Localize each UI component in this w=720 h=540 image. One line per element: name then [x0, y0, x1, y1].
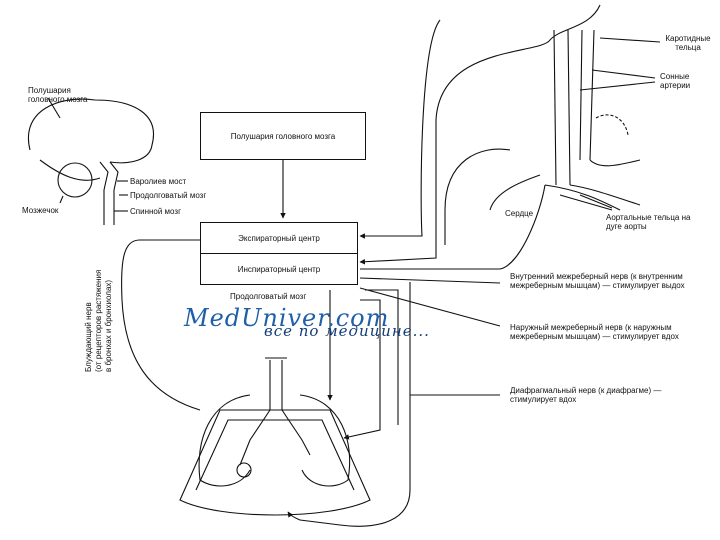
aortic-bodies-label: Аортальные тельца на дуге аорты — [606, 213, 691, 231]
expiratory-center-box: Экспираторный центр — [200, 222, 358, 254]
cerebellum-shape — [57, 162, 93, 198]
vagus-label-3: в бронхах и бронхиолах) — [104, 279, 113, 372]
brain-sketch — [27, 97, 154, 225]
hemispheres-box: Полушария головного мозга — [200, 112, 366, 160]
internal-intercostal-label: Внутренний межреберный нерв (к внутренни… — [510, 272, 685, 290]
lungs-shape — [179, 357, 371, 516]
expiratory-center-label: Экспираторный центр — [238, 233, 320, 243]
inspiratory-center-box: Инспираторный центр — [200, 253, 358, 285]
inspiratory-center-label: Инспираторный центр — [237, 264, 321, 274]
cerebellum-label: Мозжечок — [22, 206, 59, 215]
vagus-label-2: (от рецепторов растяжения — [94, 269, 103, 372]
heart-label: Сердце — [505, 209, 534, 218]
carotid-bodies-label: Каротидные тельца — [665, 34, 711, 52]
watermark-site: MedUniver.com — [184, 304, 390, 332]
hemispheres-label: Полушария головного мозга — [28, 86, 88, 104]
hemispheres-box-label: Полушария головного мозга — [230, 131, 336, 141]
spinal-cord-label: Спинной мозг — [130, 207, 181, 216]
watermark-slogan: все по медицине... — [264, 322, 430, 340]
carotid-arteries-label: Сонные артерии — [660, 72, 691, 90]
phrenic-label: Диафрагмальный нерв (к диафрагме) — стим… — [510, 386, 662, 404]
medulla-bottom-label: Продолговатый мозг — [230, 292, 307, 301]
pons-label: Варолиев мост — [130, 177, 187, 186]
vagus-label-1: Блуждающий нерв — [84, 302, 93, 372]
external-intercostal-label: Наружный межреберный нерв (к наружным ме… — [510, 323, 679, 341]
carotid-arteries-shape — [489, 29, 641, 211]
medulla-label: Продолговатый мозг — [130, 191, 207, 200]
